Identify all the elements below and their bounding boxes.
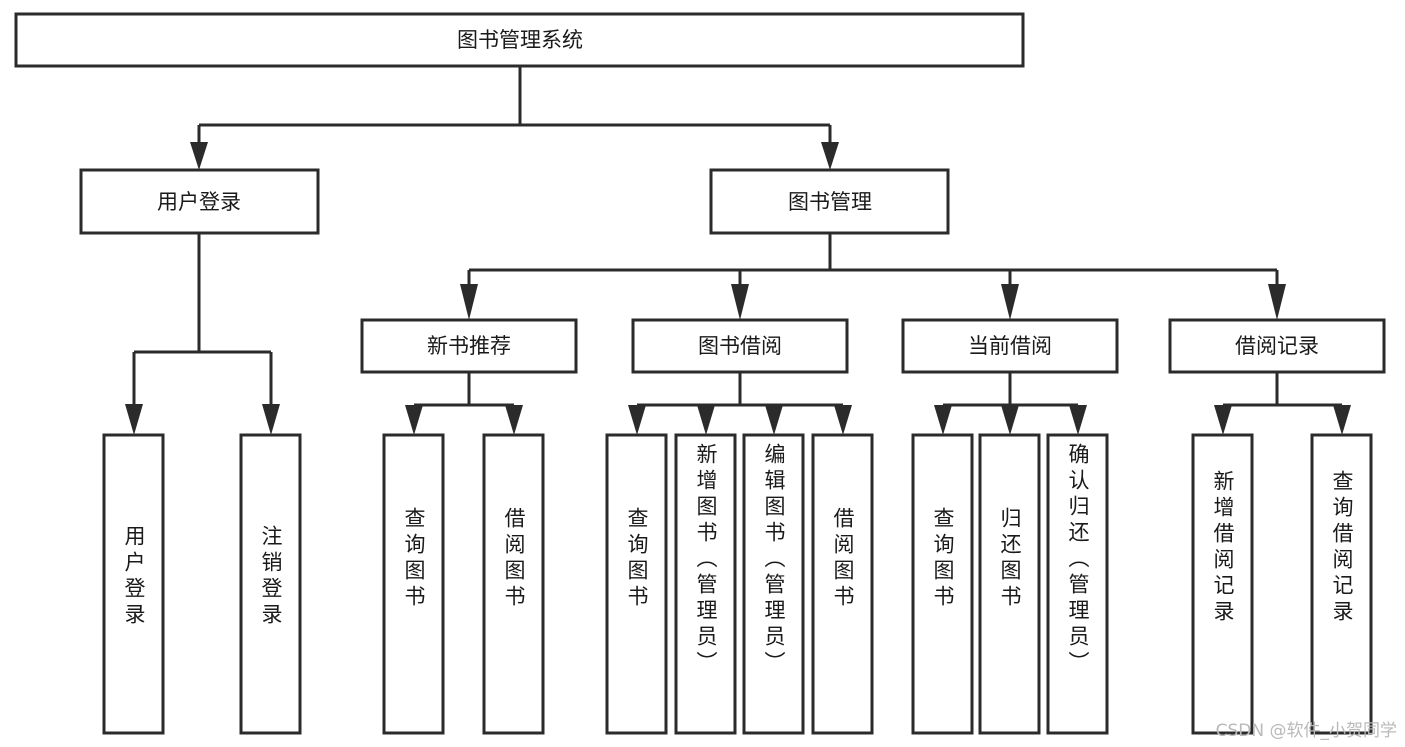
node-current-borrow-box[interactable]: [901, 318, 1119, 374]
node-borrow-record[interactable]: 借阅记录: [1168, 318, 1386, 374]
arrow-head-icon: [505, 405, 523, 435]
arrow-head-icon: [460, 284, 478, 320]
arrow-head-icon: [262, 404, 280, 435]
arrow-head-icon: [190, 142, 208, 170]
node-leaf-add-book-box[interactable]: [674, 433, 737, 735]
arrow-head-icon: [125, 404, 143, 435]
connector-group-root: [190, 66, 839, 170]
arrow-head-icon: [1333, 405, 1351, 435]
node-leaf-confirm-return-box[interactable]: [1046, 433, 1109, 735]
arrow-head-icon: [765, 405, 783, 435]
arrow-head-icon: [1069, 405, 1087, 435]
node-leaf-borrow-book-1-box[interactable]: [482, 433, 545, 735]
connector-group-book-borrow: [628, 372, 852, 435]
node-leaf-return-book-box[interactable]: [978, 433, 1041, 735]
arrow-head-icon: [934, 405, 952, 435]
node-root-label: 图书管理系统: [457, 28, 583, 52]
node-root[interactable]: 图书管理系统: [14, 12, 1025, 68]
node-current-borrow[interactable]: 当前借阅: [901, 318, 1119, 374]
arrow-head-icon: [1214, 405, 1232, 435]
node-leaf-query-book-3-box[interactable]: [911, 433, 974, 735]
connector-group-book-management: [460, 233, 1286, 320]
arrow-head-icon: [697, 405, 715, 435]
node-root-box[interactable]: [14, 12, 1025, 68]
arrow-head-icon: [821, 142, 839, 170]
node-book-borrow-label: 图书借阅: [698, 334, 782, 358]
connector-group-current-borrow: [934, 372, 1087, 435]
node-leaf-borrow-book-2-box[interactable]: [811, 433, 874, 735]
node-borrow-record-box[interactable]: [1168, 318, 1386, 374]
node-new-book-recommend-label: 新书推荐: [427, 334, 511, 358]
node-user-login-label: 用户登录: [157, 190, 241, 214]
arrow-head-icon: [1268, 284, 1286, 320]
node-current-borrow-label: 当前借阅: [968, 334, 1052, 358]
node-book-management-label: 图书管理: [788, 190, 872, 214]
node-book-borrow-box[interactable]: [631, 318, 849, 374]
node-leaf-user-login-box[interactable]: [102, 433, 165, 735]
leaf-boxes-group: [102, 433, 1373, 735]
connector-group-borrow-record: [1214, 372, 1351, 435]
node-user-login[interactable]: 用户登录: [79, 168, 320, 235]
node-new-book-recommend[interactable]: 新书推荐: [360, 318, 578, 374]
node-user-login-box[interactable]: [79, 168, 320, 235]
arrow-head-icon: [1001, 405, 1019, 435]
arrow-head-icon: [628, 405, 646, 435]
connector-group-user-login: [125, 233, 280, 435]
node-leaf-edit-book-box[interactable]: [742, 433, 805, 735]
arrow-head-icon: [1001, 284, 1019, 320]
arrow-head-icon: [834, 405, 852, 435]
arrow-head-icon: [405, 405, 423, 435]
node-borrow-record-label: 借阅记录: [1235, 334, 1319, 358]
node-book-management-box[interactable]: [709, 168, 950, 235]
node-leaf-query-record-box[interactable]: [1310, 433, 1373, 735]
node-leaf-logout-box[interactable]: [239, 433, 302, 735]
node-book-borrow[interactable]: 图书借阅: [631, 318, 849, 374]
node-leaf-query-book-1-box[interactable]: [382, 433, 445, 735]
connector-group-new-book-recommend: [405, 372, 523, 435]
node-leaf-add-record-box[interactable]: [1191, 433, 1254, 735]
node-new-book-recommend-box[interactable]: [360, 318, 578, 374]
node-book-management[interactable]: 图书管理: [709, 168, 950, 235]
node-leaf-query-book-2-box[interactable]: [605, 433, 668, 735]
arrow-head-icon: [731, 284, 749, 320]
